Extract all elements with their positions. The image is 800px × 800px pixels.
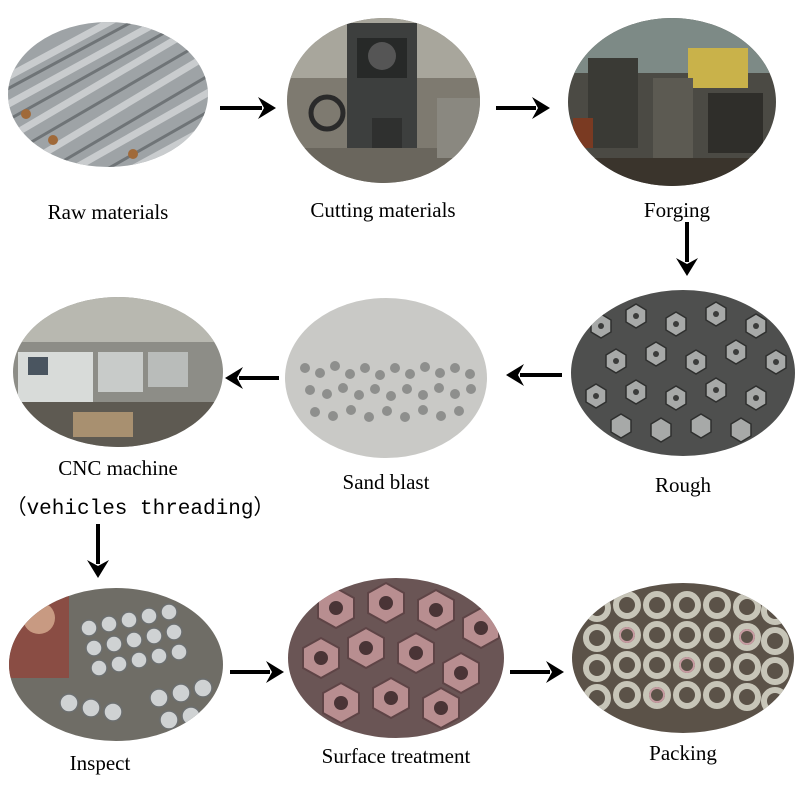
arrow-left-2 (506, 362, 562, 388)
rough-photo (571, 290, 795, 456)
forging-photo (568, 18, 776, 186)
step-label-sand-blast: Sand blast (342, 470, 430, 494)
step-sublabel-cnc-machine: （vehicles threading） (5, 498, 275, 521)
step-label-rough: Rough (654, 473, 711, 497)
inspect-photo (9, 588, 223, 741)
step-label-inspect: Inspect (69, 751, 131, 775)
arrow-right-4 (510, 659, 564, 685)
step-label-forging: Forging (643, 198, 711, 222)
arrow-right-1 (220, 95, 276, 121)
step-label-cnc-machine: CNC machine (58, 456, 178, 480)
cutting-materials-photo (287, 18, 480, 183)
step-label-raw-materials: Raw materials (47, 200, 169, 224)
sand-blast-photo (285, 298, 487, 458)
arrow-right-3 (230, 659, 284, 685)
step-label-packing: Packing (649, 741, 717, 765)
packing-photo (572, 583, 794, 733)
arrow-left-1 (225, 365, 279, 391)
arrow-down-1 (674, 222, 700, 276)
arrow-right-2 (496, 95, 550, 121)
step-label-surface-treatment: Surface treatment (321, 744, 471, 768)
step-label-cutting-materials: Cutting materials (310, 198, 456, 222)
raw-materials-photo (8, 22, 208, 167)
cnc-machine-photo (13, 297, 223, 447)
arrow-down-2 (85, 524, 111, 578)
surface-treatment-photo (288, 578, 504, 738)
